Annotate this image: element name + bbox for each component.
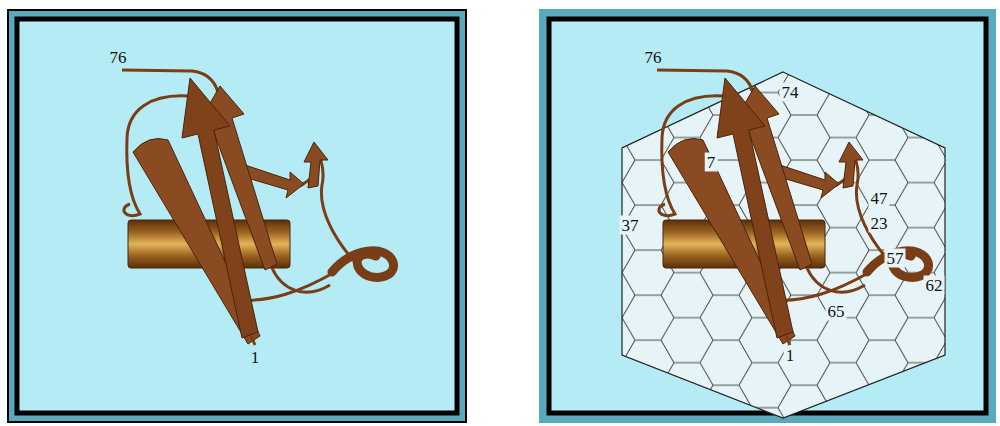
panel-frame [8,10,466,422]
terminus-label: 1 [249,348,262,367]
residue-number: 74 [780,83,801,102]
label-anchor: 65 [826,302,847,321]
protein-ribbon [122,70,394,345]
residue-number: 47 [869,189,890,208]
panel-frame [540,10,995,422]
label-anchor: 76 [108,48,129,67]
residue-number: 65 [826,302,847,321]
label-anchor: 74 [780,83,801,102]
label-anchor: 1 [249,348,262,367]
panel-ground [17,19,457,413]
residue-number: 7 [705,153,718,172]
label-anchor: 57 [885,249,906,268]
strand-arrow [182,78,258,338]
label-anchor: 1 [784,346,797,365]
terminus-label: 76 [108,48,129,67]
label-anchor: 7 [705,153,718,172]
coil [251,336,255,345]
coil [272,268,330,292]
protein-ribbon [657,70,929,345]
strand-arrow [304,142,328,188]
residue-number: 37 [620,216,641,235]
label-anchor: 23 [869,214,890,233]
residue-number: 57 [885,249,906,268]
coil [122,70,218,92]
label-anchor: 76 [643,48,664,67]
residue-number: 23 [869,214,890,233]
label-anchor: 47 [869,189,890,208]
residue-number: 1 [784,346,797,365]
loop-ribbon [332,251,394,278]
residue-number: 62 [924,276,945,295]
label-anchor: 37 [620,216,641,235]
terminus-label: 76 [643,48,664,67]
label-anchor: 62 [924,276,945,295]
